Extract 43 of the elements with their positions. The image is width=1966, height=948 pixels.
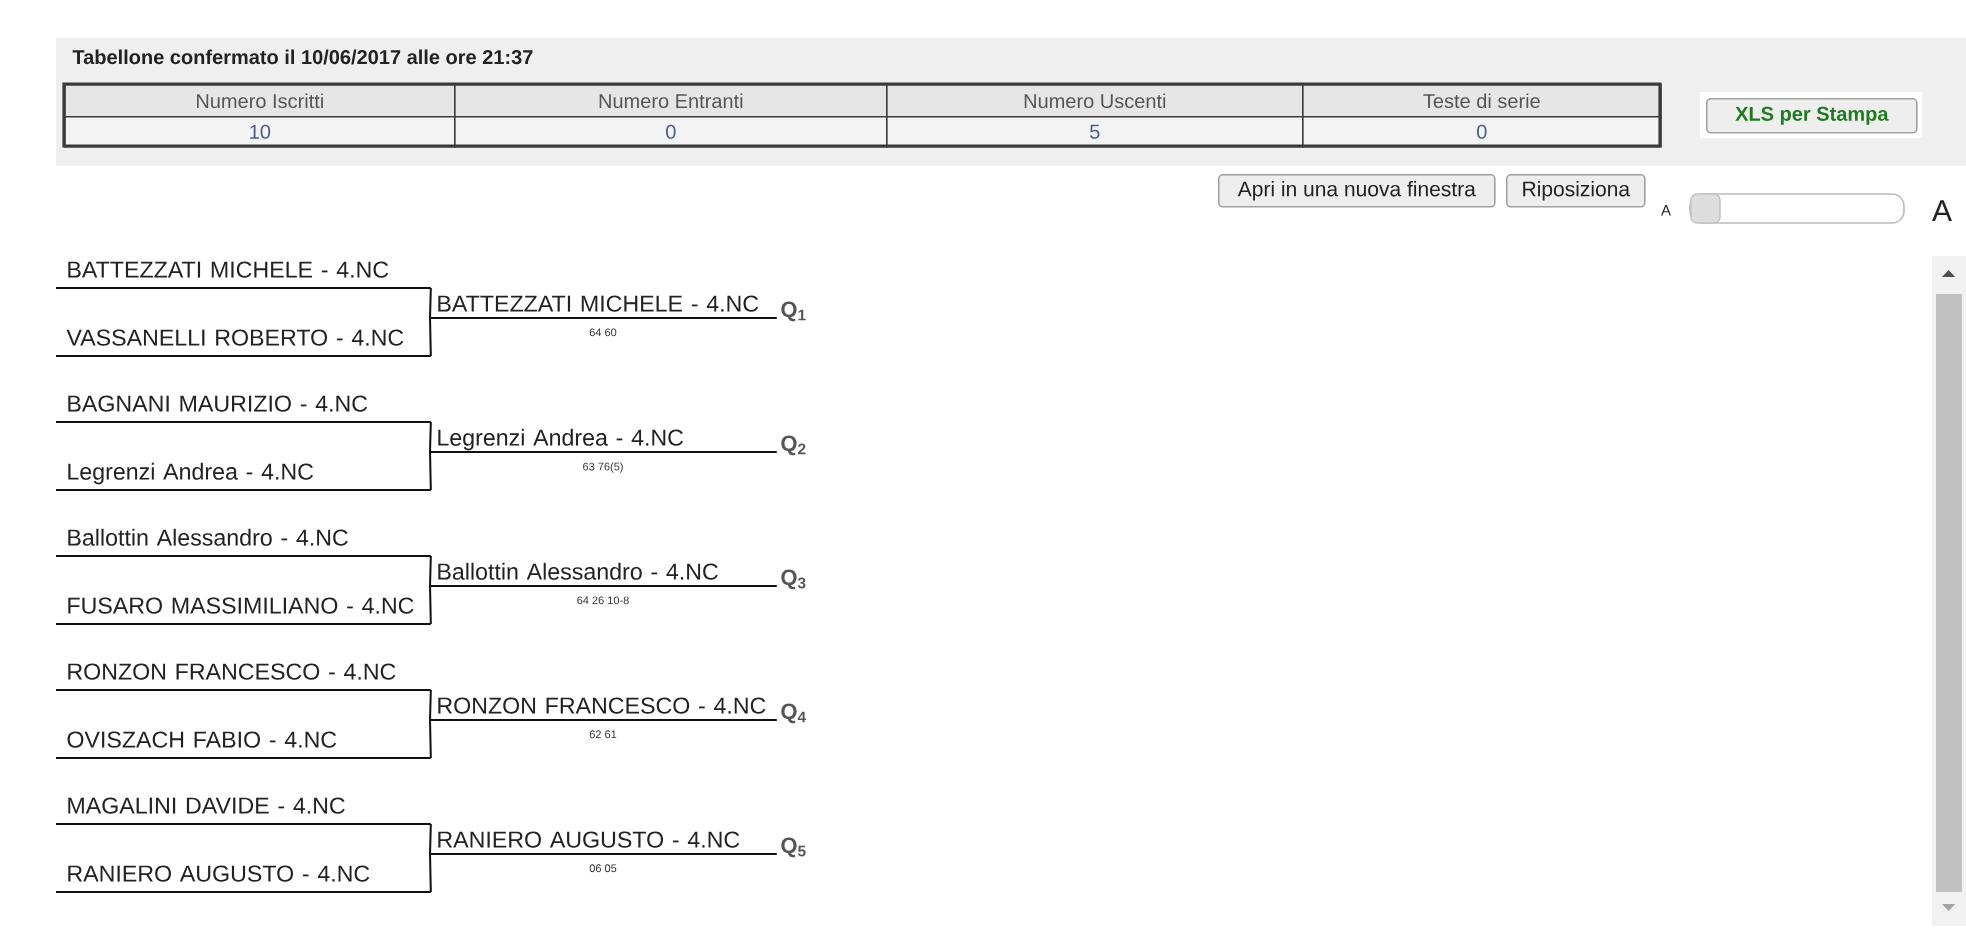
bracket-slot: FUSARO MASSIMILIANO - 4.NC xyxy=(55,597,432,625)
bracket-slot: BAGNANI MAURIZIO - 4.NC xyxy=(55,395,432,423)
qualifier-label: Q$_{2}$ xyxy=(781,435,806,456)
winner-slot: Ballottin Alessandro - 4.NC xyxy=(429,562,778,587)
button: Apri in una nuova finestra xyxy=(1218,174,1496,208)
winner-slot: RONZON FRANCESCO - 4.NC xyxy=(429,697,778,721)
table-cell: 5 xyxy=(886,116,1304,148)
bracket-slot: OVISZACH FABIO - 4.NC xyxy=(55,731,432,759)
bracket-slot: Legrenzi Andrea - 4.NC xyxy=(55,462,432,491)
bracket-slot: Ballottin Alessandro - 4.NC xyxy=(55,528,432,557)
bracket-line xyxy=(429,689,432,721)
table-cell: 10 xyxy=(64,116,456,148)
winner-slot: RANIERO AUGUSTO - 4.NC xyxy=(429,831,778,855)
export-button: XLS per Stampa xyxy=(1700,92,1922,138)
bracket-slot: MAGALINI DAVIDE - 4.NC xyxy=(55,797,432,825)
title-text: Tabellone confermato il 10/06/2017 alle ore 21:37 xyxy=(72,49,533,65)
font-size-label: A xyxy=(1932,200,1952,221)
bracket-line xyxy=(429,287,432,319)
qualifier-label: Q$_{4}$ xyxy=(781,703,806,724)
bracket-line xyxy=(429,823,432,855)
bracket-line xyxy=(429,719,432,759)
bracket-line xyxy=(429,421,432,453)
qualifier-label: Q$_{5}$ xyxy=(781,837,806,858)
button: Riposiziona xyxy=(1506,174,1646,208)
bracket-line xyxy=(429,555,432,587)
table-header-cell: Numero Entranti xyxy=(454,84,888,118)
qualifier-label: Q$_{3}$ xyxy=(781,569,806,590)
table-header-cell: Numero Iscritti xyxy=(64,84,456,118)
winner-slot: BATTEZZATI MICHELE - 4.NC xyxy=(429,295,778,319)
bracket-slot: BATTEZZATI MICHELE - 4.NC xyxy=(55,261,432,289)
bracket-slot: RONZON FRANCESCO - 4.NC xyxy=(55,663,432,691)
table-cell: 0 xyxy=(1302,116,1662,148)
bracket-slot: VASSANELLI ROBERTO - 4.NC xyxy=(55,329,432,357)
bracket-line xyxy=(429,451,432,491)
table-header-cell: Numero Uscenti xyxy=(886,84,1304,118)
winner-slot: Legrenzi Andrea - 4.NC xyxy=(429,428,778,453)
table-cell: 0 xyxy=(454,116,888,148)
bracket-line xyxy=(429,585,432,625)
qualifier-label: Q$_{1}$ xyxy=(781,301,806,322)
table-header-cell: Teste di serie xyxy=(1302,84,1662,118)
bracket-line xyxy=(429,853,432,893)
bracket-slot: RANIERO AUGUSTO - 4.NC xyxy=(55,865,432,893)
bracket-line xyxy=(429,317,432,357)
